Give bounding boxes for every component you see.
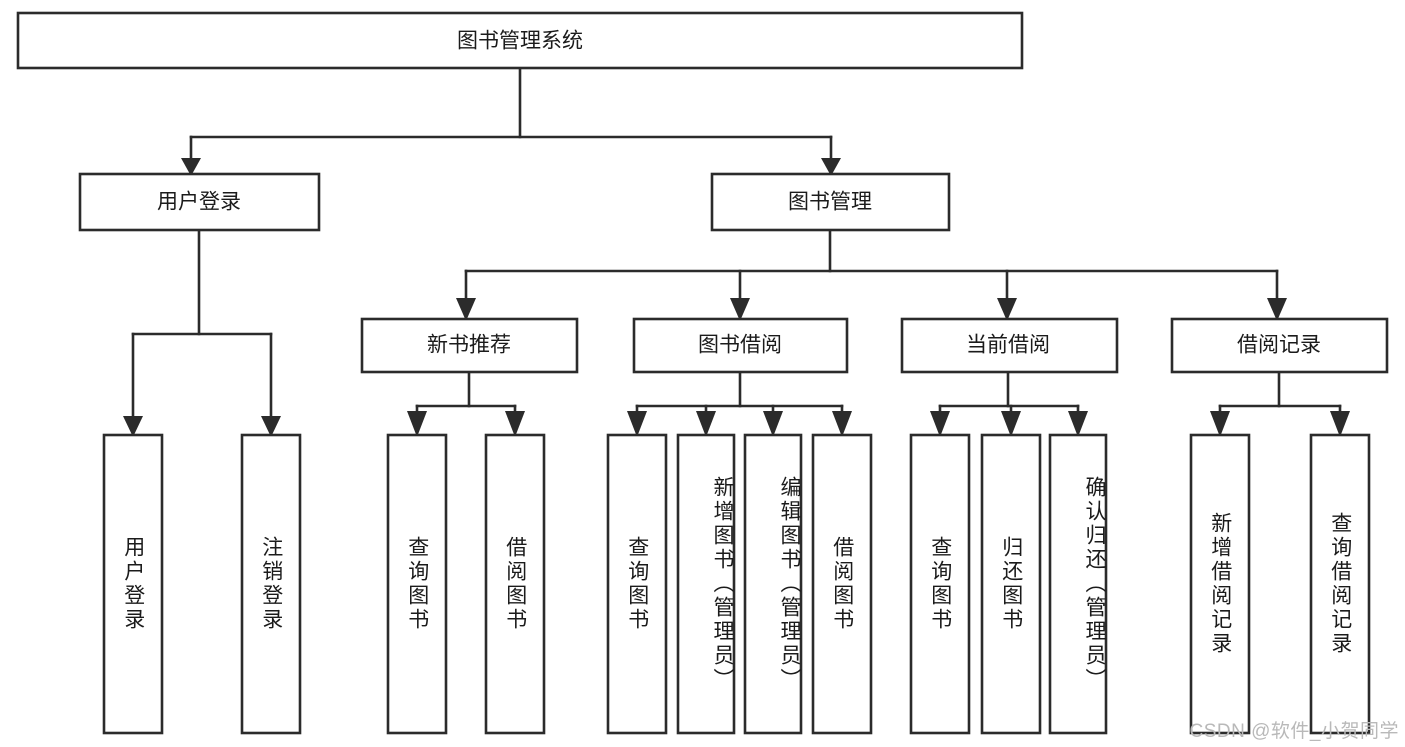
node-leaf-user-login-box[interactable]	[102, 433, 164, 735]
arrow-to-new-book-recommend	[456, 298, 476, 321]
node-root-label: 图书管理系统	[457, 30, 583, 53]
node-leaf-query-book-current-box[interactable]	[909, 433, 971, 735]
node-root-box[interactable]	[16, 11, 1024, 70]
arrow-to-current-borrow	[997, 298, 1017, 321]
node-borrow-record-label: 借阅记录	[1237, 334, 1321, 357]
arrow-leaf-borrow-book-new	[505, 411, 525, 437]
node-current-borrow-label: 当前借阅	[966, 334, 1050, 357]
connector-group-current-borrow	[930, 370, 1088, 437]
node-leaf-confirm-return-admin-box[interactable]	[1048, 433, 1108, 735]
node-leaf-query-book-borrow-box[interactable]	[606, 433, 668, 735]
arrow-leaf-query-borrow-record	[1330, 411, 1350, 437]
connector-group-book-manage	[456, 228, 1287, 321]
node-leaf-query-borrow-record-box[interactable]	[1309, 433, 1371, 735]
arrow-leaf-return-book	[1001, 411, 1021, 437]
node-user-login[interactable]: 用户登录	[78, 172, 321, 232]
node-current-borrow[interactable]: 当前借阅	[900, 317, 1119, 374]
arrow-to-user-login	[181, 158, 201, 176]
node-user-login-label: 用户登录	[157, 191, 241, 214]
node-leaf-edit-book-admin-box[interactable]	[743, 433, 803, 735]
arrow-leaf-query-book-current	[930, 411, 950, 437]
arrow-leaf-user-logout	[261, 416, 281, 437]
arrow-leaf-query-book-new	[407, 411, 427, 437]
connector-group-new-book-recommend	[407, 370, 525, 437]
node-borrow-record[interactable]: 借阅记录	[1170, 317, 1389, 374]
arrow-to-borrow-record	[1267, 298, 1287, 321]
node-borrow-record-box[interactable]	[1170, 317, 1389, 374]
csdn-watermark: CSDN @软件_小贺同学	[1189, 721, 1399, 742]
node-new-book-recommend-box[interactable]	[360, 317, 579, 374]
node-new-book-recommend-label: 新书推荐	[427, 334, 511, 357]
node-book-manage-label: 图书管理	[788, 191, 872, 214]
node-leaf-query-book-new-box[interactable]	[386, 433, 448, 735]
arrow-to-book-manage	[821, 158, 841, 176]
connector-group-book-borrow	[627, 370, 852, 437]
connector-group-borrow-record	[1210, 370, 1350, 437]
node-user-login-box[interactable]	[78, 172, 321, 232]
node-leaf-add-borrow-record-box[interactable]	[1189, 433, 1251, 735]
node-book-borrow-label: 图书借阅	[698, 334, 782, 357]
arrow-to-book-borrow	[730, 298, 750, 321]
node-leaf-add-book-admin-box[interactable]	[676, 433, 736, 735]
arrow-leaf-borrow-book	[832, 411, 852, 437]
node-leaf-user-logout-box[interactable]	[240, 433, 302, 735]
node-book-manage-box[interactable]	[710, 172, 951, 232]
arrow-leaf-user-login	[123, 416, 143, 437]
node-current-borrow-box[interactable]	[900, 317, 1119, 374]
node-root[interactable]: 图书管理系统	[16, 11, 1024, 70]
node-new-book-recommend[interactable]: 新书推荐	[360, 317, 579, 374]
node-leaf-borrow-book-new-box[interactable]	[484, 433, 546, 735]
arrow-leaf-add-book-admin	[696, 411, 716, 437]
connector-group-root	[181, 66, 841, 176]
node-book-borrow-box[interactable]	[632, 317, 849, 374]
node-leaf-borrow-book-box[interactable]	[811, 433, 873, 735]
arrow-leaf-confirm-return-admin	[1068, 411, 1088, 437]
node-book-manage[interactable]: 图书管理	[710, 172, 951, 232]
connector-group-user-login	[123, 228, 281, 437]
arrow-leaf-add-borrow-record	[1210, 411, 1230, 437]
node-leaf-return-book-box[interactable]	[980, 433, 1042, 735]
arrow-leaf-edit-book-admin	[763, 411, 783, 437]
arrow-leaf-query-book-borrow	[627, 411, 647, 437]
node-book-borrow[interactable]: 图书借阅	[632, 317, 849, 374]
